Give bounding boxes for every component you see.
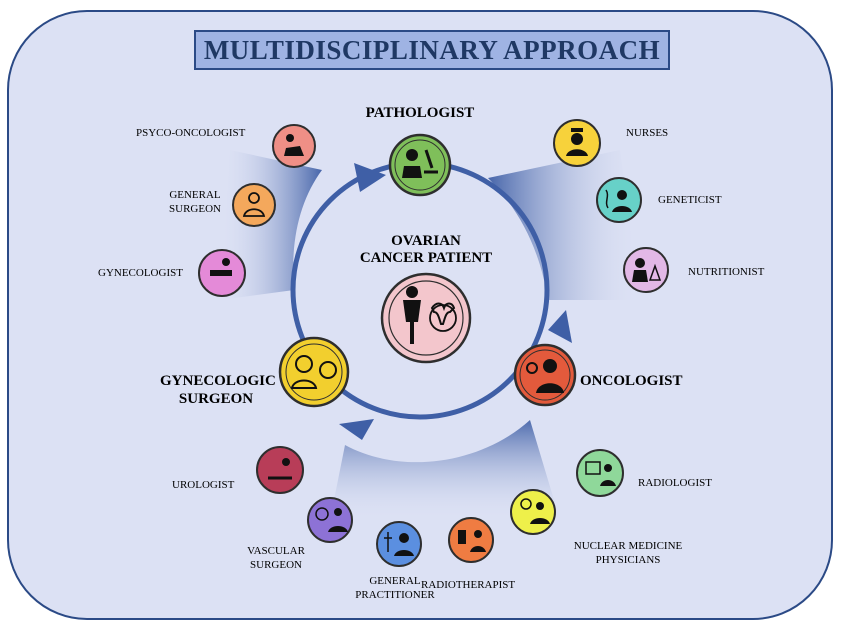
- arrow-to-oncologist: [548, 310, 572, 343]
- nutritionist-circle: [623, 247, 669, 293]
- general-practitioner-label-line1: GENERAL: [369, 575, 421, 587]
- bottom-fan: [330, 420, 560, 520]
- vascular-surgeon-circle: [307, 497, 353, 543]
- general-practitioner-circle: [376, 521, 422, 567]
- nurses-label: NURSES: [626, 127, 669, 139]
- nurses-circle: [553, 119, 601, 167]
- general-surgeon-label-line2: SURGEON: [169, 203, 221, 215]
- vascular-surgeon-label-line1: VASCULAR: [247, 545, 305, 557]
- general-surgeon-circle: [232, 183, 276, 227]
- nuclear-medicine-circle: [510, 489, 556, 535]
- pathologist-circle: [388, 133, 452, 197]
- gynecologist-circle: [198, 249, 246, 297]
- vascular-surgeon-label-line2: SURGEON: [250, 559, 302, 571]
- oncologist-label: ONCOLOGIST: [580, 373, 683, 389]
- patient-circle: [380, 272, 472, 364]
- urologist-label: UROLOGIST: [172, 479, 235, 491]
- radiologist-circle: [576, 449, 624, 497]
- radiologist-label: RADIOLOGIST: [638, 477, 712, 489]
- patient-icon: [403, 286, 457, 344]
- nutritionist-label: NUTRITIONIST: [688, 266, 765, 278]
- geneticist-label: GENETICIST: [658, 194, 722, 206]
- geneticist-circle: [596, 177, 642, 223]
- nuclear-medicine-label-line2: PHYSICIANS: [595, 554, 661, 566]
- gyn-surgeon-circle: [278, 336, 350, 408]
- nuclear-medicine-label-line1: NUCLEAR MEDICINE: [573, 540, 683, 552]
- general-surgeon-label-line1: GENERAL: [169, 189, 221, 201]
- gynecologist-label: GYNECOLOGIST: [98, 267, 183, 279]
- radiotherapist-circle: [448, 517, 494, 563]
- center-title-line1: OVARIAN: [391, 233, 461, 249]
- gyn-surgeon-label-line2: SURGEON: [178, 391, 254, 407]
- right-fan: [488, 150, 640, 300]
- arrow-to-gyn-surgeon: [339, 419, 374, 440]
- center-title-line2: CANCER PATIENT: [359, 250, 493, 266]
- psyco-oncologist-label: PSYCO-ONCOLOGIST: [136, 127, 246, 139]
- oncologist-circle: [513, 343, 577, 407]
- urologist-circle: [256, 446, 304, 494]
- gyn-surgeon-label-line1: GYNECOLOGIC: [160, 373, 276, 389]
- pathologist-label: PATHOLOGIST: [365, 105, 475, 121]
- radiotherapist-label: RADIOTHERAPIST: [421, 579, 516, 591]
- arrow-to-pathologist: [354, 163, 386, 192]
- diagram-title: MULTIDISCIPLINARY APPROACH: [203, 34, 661, 65]
- title-banner: MULTIDISCIPLINARY APPROACH: [194, 30, 670, 70]
- psyco-oncologist-circle: [272, 124, 316, 168]
- general-practitioner-label-line2: PRACTITIONER: [355, 589, 435, 601]
